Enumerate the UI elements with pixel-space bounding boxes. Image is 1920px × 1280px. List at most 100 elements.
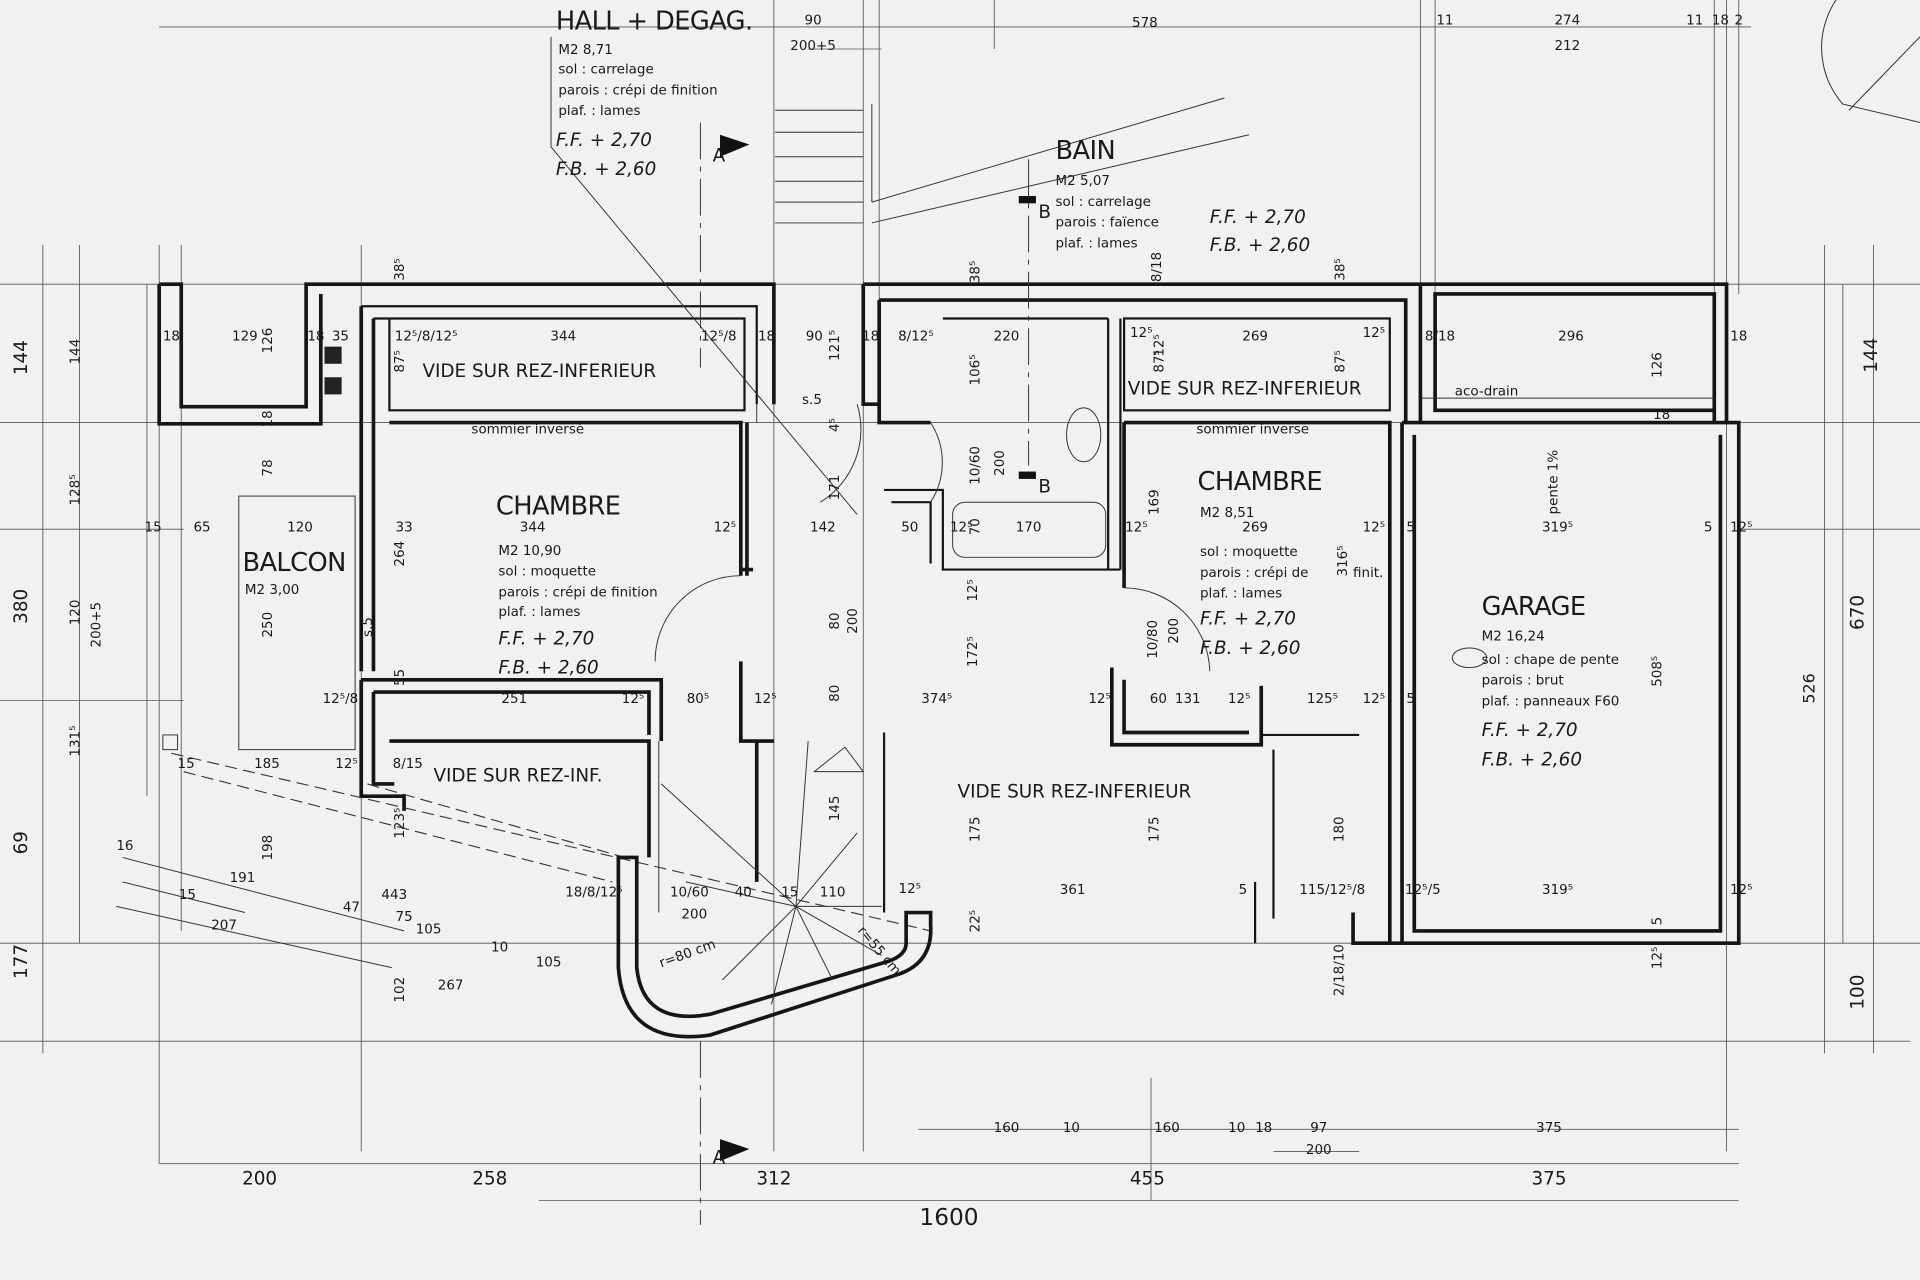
terrace-lines xyxy=(116,752,931,969)
doors xyxy=(654,404,1211,672)
dimension-label: 175 xyxy=(1146,816,1162,842)
dimension-label: 200+5 xyxy=(790,38,836,54)
dimension-label: 55 xyxy=(392,669,408,686)
dimension-label: 212 xyxy=(1554,38,1580,54)
room-area: M2 8,71 xyxy=(558,42,612,58)
dimension-label: 145 xyxy=(827,796,843,822)
room-fb: F.B. + 2,60 xyxy=(1200,638,1300,659)
dimension-label: 2/18/10 xyxy=(1331,944,1347,996)
void-label: VIDE SUR REZ-INFERIEUR xyxy=(422,361,656,382)
dimension-label: 12⁵ xyxy=(1130,325,1153,341)
dimension-label: 207 xyxy=(211,918,237,934)
dimension-label: 12⁵ xyxy=(1151,334,1167,357)
dimension-label: 18/8/12⁵ xyxy=(565,885,622,901)
s5-note: s.5 xyxy=(802,392,822,408)
dimension-label: 33 xyxy=(396,520,413,536)
dimension-label: 264 xyxy=(392,541,408,567)
dimension-label: 38⁵ xyxy=(392,258,408,281)
dimension-label: 12⁵ xyxy=(899,881,922,897)
dimension-label: 374⁵ xyxy=(921,691,952,707)
room-floor: sol : moquette xyxy=(498,564,596,580)
dimension-label: 15 xyxy=(179,887,196,903)
dimension-label: 8/12⁵ xyxy=(898,329,934,345)
room-name: CHAMBRE xyxy=(496,491,620,521)
dimension-label: 160 xyxy=(1154,1120,1180,1136)
dimension-label: 4⁵ xyxy=(827,418,843,432)
room-floor: sol : carrelage xyxy=(1056,194,1151,210)
dimension-label: 15 xyxy=(781,885,798,901)
dimension-label: 60 xyxy=(1150,691,1167,707)
dimension-label: 16 xyxy=(116,838,133,854)
dimension-label: 80 xyxy=(827,685,843,702)
dimension-label: 316⁵ xyxy=(1335,545,1351,576)
dimension-label: 126 xyxy=(260,328,276,354)
dimension-label: 344 xyxy=(520,520,546,536)
room-note: sommier inversé xyxy=(471,422,584,438)
dimension-label: 65 xyxy=(193,520,210,536)
dimension-label: 269 xyxy=(1242,520,1268,536)
dimension-label: 180 xyxy=(1331,816,1347,842)
dimension-label: 12⁵ xyxy=(1363,520,1386,536)
room-area: M2 3,00 xyxy=(245,582,299,598)
dimension-label: 5 xyxy=(1650,917,1666,926)
dimension-label: 78 xyxy=(260,459,276,476)
section-a-label-top: A xyxy=(713,146,726,167)
dimension-label: 12⁵ xyxy=(950,520,973,536)
room-name: BALCON xyxy=(242,548,345,578)
dimension-label: 110 xyxy=(820,885,846,901)
room-chambre-left: sommier inversé CHAMBRE M2 10,90 sol : m… xyxy=(471,422,657,679)
dimension-label: 144 xyxy=(68,339,84,365)
dimension-label: 200 xyxy=(1306,1142,1332,1158)
dimension-label: 12⁵ xyxy=(1730,882,1753,898)
dimension-label: 144 xyxy=(1861,338,1882,373)
dimension-label: 15 xyxy=(178,756,195,772)
dimension-label: 120 xyxy=(68,600,84,626)
dimension-label: 128⁵ xyxy=(68,474,84,505)
dimension-label: 375 xyxy=(1536,1120,1562,1136)
dimension-label: 123⁵ xyxy=(392,808,408,839)
room-walls: parois : crépi de finition xyxy=(558,82,717,98)
room-fb: F.B. + 2,60 xyxy=(498,658,598,679)
dimension-label: 361 xyxy=(1060,882,1086,898)
dimension-label: 120 xyxy=(287,520,313,536)
spiral-stair xyxy=(616,741,933,1039)
dimension-label: 12⁵ xyxy=(1228,691,1251,707)
dimension-label: 90 xyxy=(806,329,823,345)
dimension-label: 578 xyxy=(1132,15,1158,31)
room-name: HALL + DEGAG. xyxy=(556,6,753,36)
dimension-label: 177 xyxy=(11,944,32,979)
dimension-label: 18 xyxy=(163,329,180,345)
dimension-label: 10 xyxy=(1228,1120,1245,1136)
room-floor: sol : carrelage xyxy=(558,61,653,77)
dimension-label: 18 xyxy=(1730,329,1747,345)
dimension-label: 508⁵ xyxy=(1650,656,1666,687)
void-label: VIDE SUR REZ-INF. xyxy=(433,765,602,786)
dimension-label: 344 xyxy=(550,329,576,345)
dimension-label: 200+5 xyxy=(88,602,104,648)
dimension-label: 296 xyxy=(1558,329,1584,345)
dimension-label: 18 xyxy=(307,329,324,345)
dimension-label: 2 xyxy=(1734,12,1743,28)
dimension-label: 169 xyxy=(1146,489,1162,515)
dimension-label: 90 xyxy=(804,12,821,28)
dimension-label: 175 xyxy=(968,816,984,842)
dimension-label: 12⁵/8/12⁵ xyxy=(395,329,458,345)
room-ff: F.F. + 2,70 xyxy=(1200,609,1296,630)
dimension-label: 269 xyxy=(1242,329,1268,345)
dimension-label: 18 xyxy=(862,329,879,345)
room-walls-cont: finit. xyxy=(1353,565,1383,581)
room-floor: sol : moquette xyxy=(1200,544,1298,560)
dimension-label: 10 xyxy=(1063,1120,1080,1136)
dimension-label: 131⁵ xyxy=(68,725,84,756)
dimension-label: 106⁵ xyxy=(968,354,984,385)
room-note: sommier inverse xyxy=(1196,422,1309,438)
room-area: M2 8,51 xyxy=(1200,505,1254,521)
grid-lines xyxy=(0,0,1920,1201)
dimension-label: 200 xyxy=(242,1168,277,1189)
room-garage: GARAGE M2 16,24 sol : chape de pente par… xyxy=(1451,592,1620,771)
top-stair-and-roof xyxy=(775,0,1920,224)
room-ceiling: plaf. : panneaux F60 xyxy=(1482,694,1620,710)
dimension-label: 69 xyxy=(11,831,32,854)
